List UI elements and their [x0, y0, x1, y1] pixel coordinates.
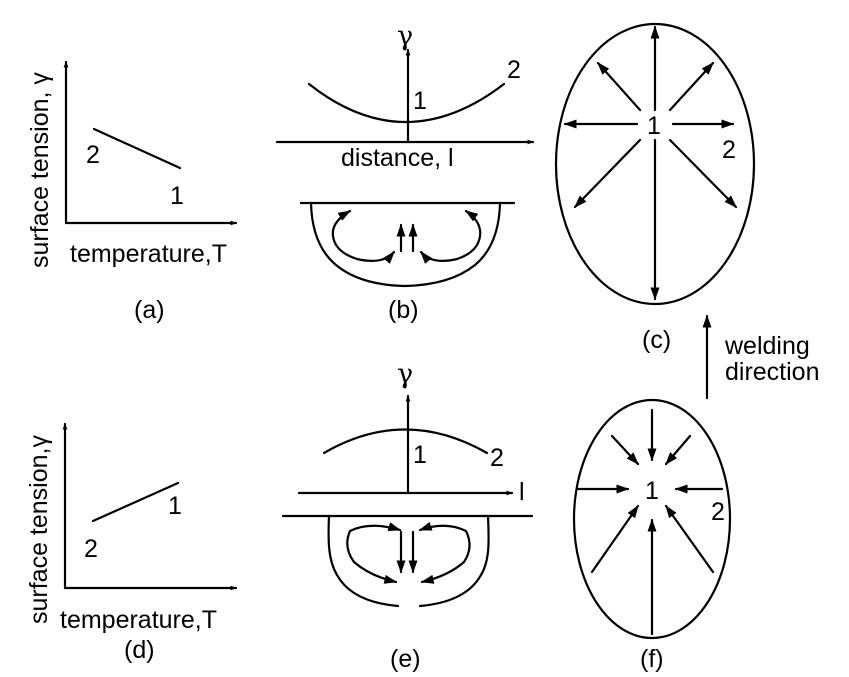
- panel-c-arrow-upper-left: [596, 61, 642, 112]
- panel-e-right-loop: [418, 521, 471, 584]
- panel-b-axis-label: distance, l: [341, 144, 454, 172]
- panel-f-caption: (f): [640, 645, 664, 673]
- panel-b-axis-symbol: γ: [397, 21, 413, 52]
- panel-b-pool-outline: [309, 201, 502, 288]
- panel-e-pool-outline: [327, 514, 490, 608]
- panel-b-caption: (b): [388, 296, 419, 324]
- panel-e-left-loop: [346, 522, 402, 584]
- panel-d-point-low: 2: [84, 535, 98, 563]
- panel-f-weld-pool: [572, 398, 732, 640]
- panel-e-marker-center: 1: [413, 441, 427, 469]
- panel-c-arrow-lower-left: [573, 138, 642, 209]
- panel-a-y-label: surface tension, γ: [26, 72, 54, 268]
- welding-direction-line2: direction: [725, 358, 820, 386]
- panel-c-center-label: 1: [647, 112, 661, 140]
- panel-c-edge-label: 2: [722, 136, 736, 164]
- panel-e-axis-symbol: γ: [397, 359, 413, 390]
- panel-c: 1 2 (c): [554, 22, 756, 354]
- panel-d-point-high: 1: [168, 492, 182, 520]
- panel-d-tension-line: [91, 481, 180, 523]
- welding-direction-line1: welding: [724, 332, 810, 360]
- panel-d-x-label: temperature,T: [60, 606, 217, 634]
- panel-e-caption: (e): [390, 645, 421, 673]
- panel-f: 1 2 (f): [572, 398, 732, 673]
- panel-c-caption: (c): [642, 326, 671, 354]
- panel-b-left-loop: [331, 209, 396, 264]
- panel-c-weld-pool: [554, 22, 756, 306]
- panel-b: γ 1 2 distance, l (b): [275, 21, 535, 324]
- panel-f-center-label: 1: [645, 477, 659, 505]
- panel-e: γ 1 2 l (e): [281, 359, 534, 673]
- panel-b-marker-edge: 2: [507, 56, 521, 84]
- panel-f-arrow-from-upper-left: [610, 434, 640, 466]
- panel-a: 2 1 surface tension, γ temperature,T (a): [26, 60, 238, 324]
- panel-a-caption: (a): [134, 296, 165, 324]
- panel-f-arrow-from-upper-right: [664, 434, 692, 466]
- panel-c-arrow-upper-right: [668, 61, 715, 112]
- welding-direction: welding direction: [702, 314, 820, 400]
- panel-e-tension-curve: [322, 428, 489, 455]
- panel-e-marker-edge: 2: [490, 444, 504, 472]
- panel-d-y-label: surface tension,γ: [25, 435, 53, 624]
- panel-a-tension-line: [92, 127, 182, 170]
- panel-a-point-high: 2: [86, 141, 100, 169]
- panel-f-arrow-from-lower-right: [664, 504, 715, 574]
- panel-f-arrow-from-lower-left: [590, 504, 640, 574]
- panel-a-x-label: temperature,T: [70, 240, 227, 268]
- panel-b-right-loop: [419, 209, 482, 264]
- panel-a-point-low: 1: [170, 182, 184, 210]
- panel-c-arrow-lower-right: [668, 138, 738, 209]
- panel-d-caption: (d): [124, 636, 155, 664]
- panel-d: 2 1 surface tension,γ temperature,T (d): [25, 422, 238, 664]
- panel-b-marker-center: 1: [413, 87, 427, 115]
- panel-e-axis-label: l: [519, 478, 525, 506]
- panel-f-edge-label: 2: [711, 498, 725, 526]
- panel-b-tension-curve: [307, 82, 506, 124]
